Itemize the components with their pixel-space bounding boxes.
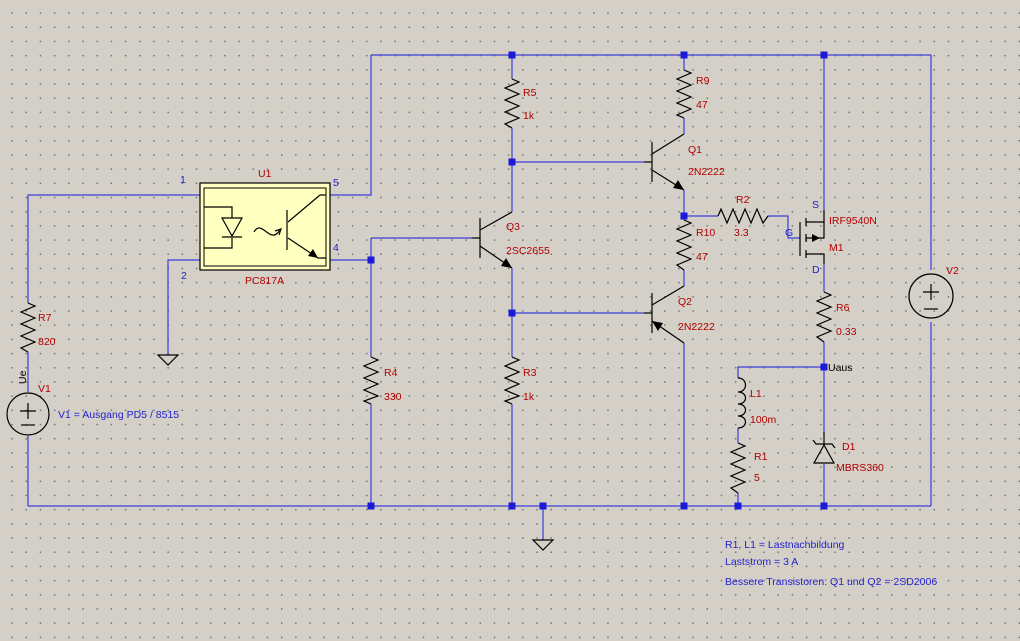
r1-value: 5 xyxy=(754,472,760,484)
resistor-r10[interactable]: R10 47 xyxy=(675,219,715,271)
d1-value: MBRS360 xyxy=(836,462,884,474)
r5-value: 1k xyxy=(523,110,535,122)
m1-value: IRF9540N xyxy=(829,215,877,227)
junction-node xyxy=(508,51,516,59)
junction-node xyxy=(820,51,828,59)
junction-node xyxy=(820,363,828,371)
q3-ref: Q3 xyxy=(506,221,520,233)
r9-value: 47 xyxy=(696,99,708,111)
u1-pin4: 4 xyxy=(333,242,339,254)
inductor-l1[interactable]: L1 100m xyxy=(737,377,777,429)
v1-ref: V1 xyxy=(38,383,51,395)
voltage-source-v1[interactable]: V1 Ue xyxy=(6,370,51,436)
junction-node xyxy=(680,212,688,220)
note-load-current: Laststrom = 3 A xyxy=(725,556,798,568)
note-v1-output: V1 = Ausgang PD5 / 8515 xyxy=(58,409,179,421)
q2-value: 2N2222 xyxy=(678,321,715,333)
l1-ref: L1 xyxy=(750,388,762,400)
r1-ref: R1 xyxy=(754,451,768,463)
l1-value: 100m xyxy=(750,414,777,426)
junction-nodes xyxy=(367,51,828,510)
r10-value: 47 xyxy=(696,251,708,263)
resistor-r4[interactable]: R4 330 xyxy=(362,356,402,405)
u1-ref: U1 xyxy=(258,168,272,180)
r4-ref: R4 xyxy=(384,367,398,379)
r3-value: 1k xyxy=(523,391,535,403)
resistor-r6[interactable]: R6 0.33 xyxy=(815,291,857,343)
r10-ref: R10 xyxy=(696,227,715,239)
junction-node xyxy=(539,502,547,510)
resistor-r9[interactable]: R9 47 xyxy=(675,69,710,119)
r9-ref: R9 xyxy=(696,75,710,87)
junction-node xyxy=(508,158,516,166)
voltage-source-v2[interactable]: V2 xyxy=(908,265,959,319)
mosfet-m1[interactable]: S G D IRF9540N M1 xyxy=(785,199,877,276)
v1-net-label: Ue xyxy=(17,370,29,384)
junction-node xyxy=(820,502,828,510)
junction-node xyxy=(367,502,375,510)
r7-ref: R7 xyxy=(38,312,52,324)
r6-value: 0.33 xyxy=(836,326,857,338)
resistor-r7[interactable]: R7 820 xyxy=(19,302,56,353)
ground-symbol-u1 xyxy=(156,354,180,366)
d1-ref: D1 xyxy=(842,441,856,453)
r7-value: 820 xyxy=(38,336,56,348)
net-label-uaus: Uaus xyxy=(828,362,853,374)
r2-ref: R2 xyxy=(736,194,750,206)
r6-ref: R6 xyxy=(836,302,850,314)
q3-value: 2SC2655 xyxy=(506,245,550,257)
optocoupler-u1[interactable]: U1 PC817A 1 2 4 5 xyxy=(180,168,339,287)
r2-value: 3.3 xyxy=(734,227,749,239)
wires xyxy=(27,54,932,540)
m1-pin-s: S xyxy=(812,199,819,211)
q1-ref: Q1 xyxy=(688,144,702,156)
q1-value: 2N2222 xyxy=(688,166,725,178)
ground-symbol-main xyxy=(531,539,555,551)
resistor-r2[interactable]: R2 3.3 xyxy=(717,194,769,239)
m1-pin-g: G xyxy=(785,227,793,239)
r5-ref: R5 xyxy=(523,87,537,99)
junction-node xyxy=(680,51,688,59)
u1-pin1: 1 xyxy=(180,174,186,186)
transistor-q1[interactable]: Q1 2N2222 xyxy=(644,133,725,191)
u1-value: PC817A xyxy=(245,275,284,287)
m1-ref: M1 xyxy=(829,242,844,254)
u1-pin2: 2 xyxy=(181,270,187,282)
junction-node xyxy=(508,502,516,510)
resistor-r1[interactable]: R1 5 xyxy=(729,442,768,494)
junction-node xyxy=(367,256,375,264)
m1-pin-d: D xyxy=(812,264,820,276)
r3-ref: R3 xyxy=(523,367,537,379)
note-load-model: R1, L1 = Lastnachbildung xyxy=(725,539,845,551)
q2-ref: Q2 xyxy=(678,296,692,308)
u1-pin5: 5 xyxy=(333,177,339,189)
note-better-transistors: Bessere Transistoren: Q1 und Q2 = 2SD200… xyxy=(725,576,937,588)
v2-ref: V2 xyxy=(946,265,959,277)
transistor-q2[interactable]: Q2 2N2222 xyxy=(644,285,715,344)
transistor-q3[interactable]: Q3 2SC2655 xyxy=(472,211,550,269)
resistor-r3[interactable]: R3 1k xyxy=(503,356,537,405)
diode-d1[interactable]: D1 MBRS360 xyxy=(812,432,884,474)
junction-node xyxy=(734,502,742,510)
resistor-r5[interactable]: R5 1k xyxy=(503,78,537,129)
junction-node xyxy=(680,502,688,510)
junction-node xyxy=(508,309,516,317)
r4-value: 330 xyxy=(384,391,402,403)
